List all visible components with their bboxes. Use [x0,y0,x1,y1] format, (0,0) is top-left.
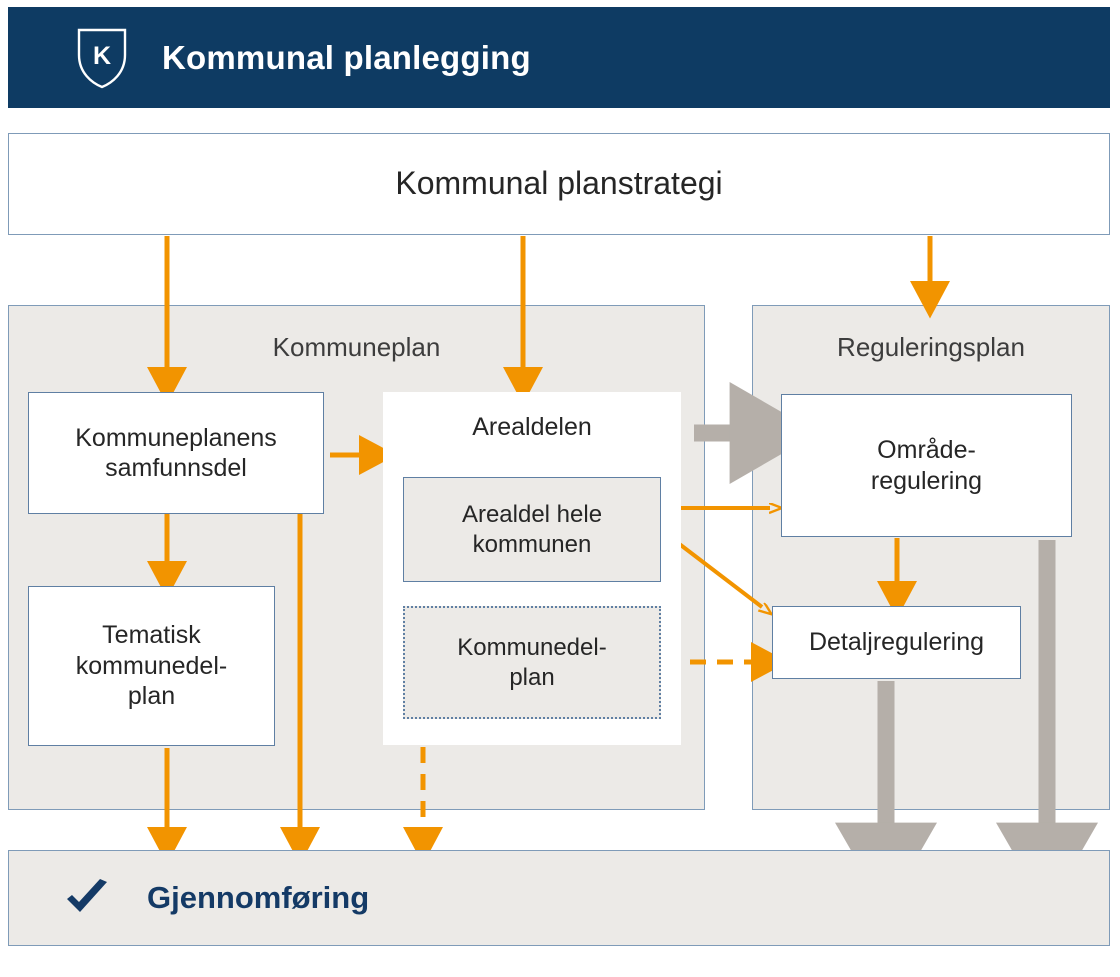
box-label: Detaljregulering [808,628,985,657]
box-tematisk-kommunedelplan[interactable]: Tematisk kommunedel- plan [28,586,275,746]
checkmark-icon [67,879,107,912]
box-label: Arealdel hele kommunen [462,500,602,559]
label-line: regulering [870,466,983,495]
box-label: Tematisk kommunedel- plan [76,620,227,712]
label-line: plan [509,663,555,691]
label-line: kommunen [472,530,592,558]
label-line: Kommuneplanens [75,423,277,452]
group-label: Reguleringsplan [837,332,1025,362]
gjennomforing-label: Gjennomføring [147,880,370,916]
label-line: kommunedel- [75,651,228,680]
page-header: K Kommunal planlegging [8,7,1110,108]
page-title: Kommunal planlegging [162,38,531,76]
box-kommunal-planstrategi[interactable]: Kommunal planstrategi [8,133,1110,235]
label-line: samfunnsdel [105,454,247,482]
label-line: Tematisk [102,621,201,650]
label-line: Kommunedel- [457,634,607,662]
label-line: plan [127,682,176,711]
box-detaljregulering[interactable]: Detaljregulering [772,606,1021,679]
label-line: Arealdel hele [461,501,603,529]
box-label: Arealdelen [472,413,592,441]
box-label: Kommunedel- plan [457,633,606,692]
label-line: Område- [877,436,976,464]
box-label: Kommuneplanens samfunnsdel [75,423,277,484]
shield-letter: K [93,42,111,70]
group-label: Kommuneplan [272,332,441,362]
box-label: Kommunal planstrategi [395,165,723,202]
box-arealdel-hele-kommunen[interactable]: Arealdel hele kommunen [403,477,661,582]
box-kommuneplanens-samfunnsdel[interactable]: Kommuneplanens samfunnsdel [28,392,324,514]
box-omraaderegulering[interactable]: Område- regulering [781,394,1072,537]
group-reguleringsplan: Reguleringsplan [752,305,1110,810]
box-kommunedelplan[interactable]: Kommunedel- plan [403,606,661,719]
box-gjennomforing[interactable]: Gjennomføring [8,850,1110,946]
shield-k-icon: K [77,28,127,88]
box-label: Område- regulering [871,435,982,496]
